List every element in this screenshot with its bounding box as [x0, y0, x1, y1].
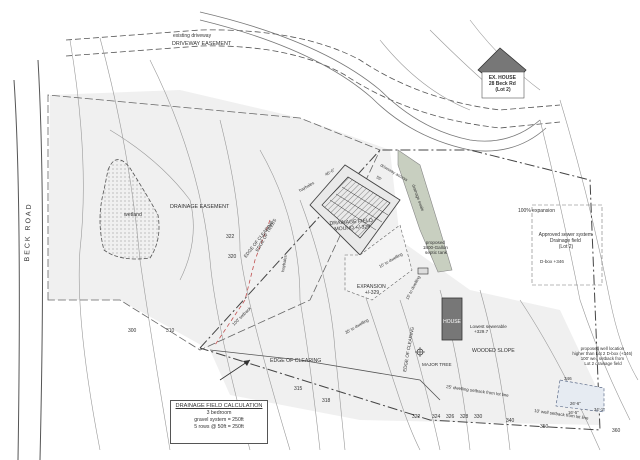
north-arrow: [219, 359, 251, 381]
dim-34-label: 34'-1": [594, 407, 605, 412]
dim-26-label: 26'-6": [570, 401, 581, 406]
septic-tank: [417, 267, 429, 275]
drainage-easement: [47, 94, 381, 351]
lot2-drainage-field: [531, 204, 603, 286]
edge-of-trees: [214, 219, 271, 346]
calc-line-2: gravel system = 250ft: [194, 417, 244, 423]
drainage-swale: [397, 149, 453, 273]
contour-322b: 322: [412, 414, 421, 420]
contour-320: 320: [228, 254, 237, 260]
contour-300: 300: [128, 328, 137, 334]
expansion-label: EXPANSION +/-329: [357, 284, 387, 296]
drainage-easement-label: DRAINAGE EASEMENT: [170, 204, 230, 210]
proposed-house: [441, 297, 463, 341]
existing-driveway-label: existing driveway: [173, 33, 212, 39]
dim-16-label: 16'-5": [568, 410, 579, 415]
lowest-sewerable-label: Lowest sewerable +329.7: [470, 324, 508, 334]
haybales-label-1: haybales: [280, 255, 288, 272]
contour-310: 310: [166, 328, 175, 334]
contour-322: 322: [226, 234, 235, 240]
property-line: [199, 149, 601, 431]
calc-line-3: 5 rows @ 50ft = 250ft: [194, 424, 244, 430]
contour-360: 360: [612, 428, 621, 434]
driveway-easement: [65, 29, 561, 129]
beck-road: [13, 59, 44, 460]
contour-324: 324: [432, 414, 441, 420]
expansion-area: [344, 224, 413, 301]
calc-line-1: 3 bedroom: [206, 410, 232, 416]
beck-road-label: BECK ROAD: [24, 202, 33, 261]
septic-tank-label: proposed 1800-Gallon septic tank: [423, 240, 449, 255]
edge-of-clearing: [209, 349, 441, 401]
driveway-easement-label: DRIVEWAY EASEMENT: [172, 41, 232, 47]
cleared-area: [48, 90, 600, 425]
wetland: [99, 159, 160, 260]
calc-title: DRAINAGE FIELD CALCULATION: [175, 403, 263, 409]
contour-315: 315: [294, 386, 303, 392]
well-area: [555, 379, 605, 413]
well-note: proposed well location higher than Lot 2…: [572, 346, 633, 366]
point-346-label: 346: [564, 376, 572, 381]
existing-driveway: [199, 11, 547, 152]
wooded-slope-label: WOODED SLOPE: [472, 348, 515, 354]
contour-318: 318: [322, 398, 331, 404]
drainage-calc-box: DRAINAGE FIELD CALCULATION 3 bedroom gra…: [170, 400, 268, 444]
contour-350: 350: [540, 424, 549, 430]
contour-328: 328: [460, 414, 469, 420]
contour-330: 330: [474, 414, 483, 420]
wetland-label: wetland: [124, 212, 142, 218]
existing-house: [477, 47, 527, 99]
major-tree-symbol: [415, 347, 425, 357]
edge-of-clearing-label-2: EDGE OF CLEARING: [270, 358, 321, 364]
mound-dim-1: 46'-0": [324, 167, 336, 177]
house-label: HOUSE: [443, 319, 461, 325]
mound-label: DRAINAGE FIELD MOUND +/-329: [329, 218, 374, 233]
major-tree-label: MAJOR TREE: [422, 362, 452, 367]
mound-label-line1: DRAINAGE FIELD: [329, 218, 373, 227]
mound-label-line2: MOUND +/-329: [334, 224, 370, 232]
approved-sewer-label: Approved sewer system Drainage field (Lo…: [539, 232, 594, 250]
d-box-label: D-box +346: [540, 259, 564, 264]
contour-lines: [69, 19, 639, 451]
contour-326: 326: [446, 414, 455, 420]
mound-dim-2: 55': [376, 175, 383, 182]
drainage-field-mound: [309, 164, 401, 256]
existing-house-label: EX. HOUSE 28 Beck Rd (Lot 2): [489, 75, 518, 93]
contour-340: 340: [506, 418, 515, 424]
hundred-pct-expansion-label: 100% expansion: [518, 208, 555, 214]
